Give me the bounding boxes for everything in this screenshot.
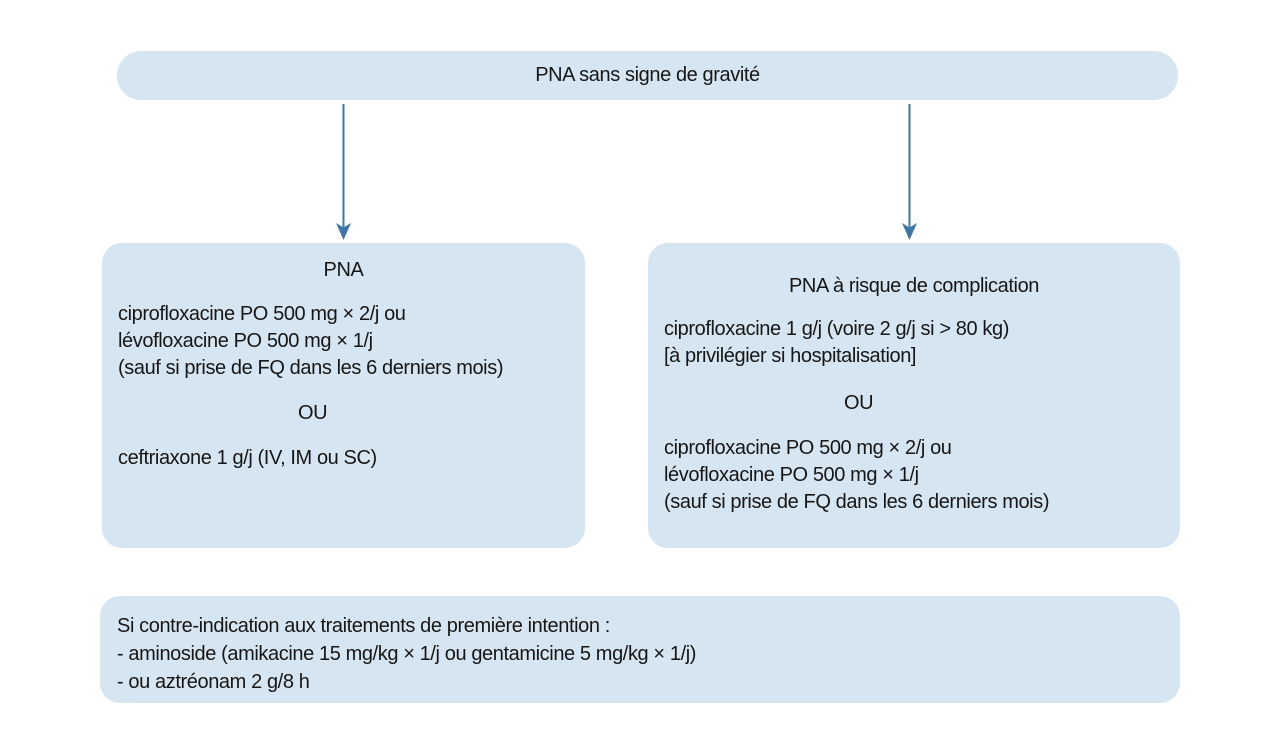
treatment-line: lévofloxacine PO 500 mg × 1/j <box>118 330 373 352</box>
treatment-line: ciprofloxacine PO 500 mg × 2/j ou <box>664 437 952 459</box>
treatment-option-1: ciprofloxacine 1 g/j (voire 2 g/j si > 8… <box>664 316 1164 370</box>
node-pna-a-risque-de-complication: PNA à risque de complication ciprofloxac… <box>648 243 1180 548</box>
root-node-pna-sans-signe-de-gravite: PNA sans signe de gravité <box>117 51 1178 100</box>
treatment-option-2: ciprofloxacine PO 500 mg × 2/j ou lévofl… <box>664 435 1164 516</box>
note-line: - aminoside (amikacine 15 mg/kg × 1/j ou… <box>117 643 697 665</box>
note-line: - ou aztréonam 2 g/8 h <box>117 671 310 693</box>
treatment-line: ciprofloxacine PO 500 mg × 2/j ou <box>118 303 406 325</box>
node-contre-indication: Si contre-indication aux traitements de … <box>100 596 1180 703</box>
treatment-line: (sauf si prise de FQ dans les 6 derniers… <box>664 491 1050 513</box>
treatment-option-1: ciprofloxacine PO 500 mg × 2/j ou lévofl… <box>118 301 569 382</box>
treatment-line: ciprofloxacine 1 g/j (voire 2 g/j si > 8… <box>664 318 1009 340</box>
treatment-line: lévofloxacine PO 500 mg × 1/j <box>664 464 919 486</box>
treatment-line: ceftriaxone 1 g/j (IV, IM ou SC) <box>118 447 377 469</box>
arrow-down-icon <box>336 104 351 240</box>
note-line: Si contre-indication aux traitements de … <box>117 615 610 637</box>
node-title: PNA <box>323 259 364 281</box>
treatment-option-2: ceftriaxone 1 g/j (IV, IM ou SC) <box>118 445 569 472</box>
treatment-line: (sauf si prise de FQ dans les 6 derniers… <box>118 357 504 379</box>
treatment-line: [à privilégier si hospitalisation] <box>664 345 917 367</box>
node-pna: PNA ciprofloxacine PO 500 mg × 2/j ou lé… <box>102 243 585 548</box>
root-node-title: PNA sans signe de gravité <box>535 64 760 86</box>
or-label: OU <box>298 402 328 424</box>
arrow-down-icon <box>902 104 917 240</box>
or-label: OU <box>844 392 874 414</box>
node-title: PNA à risque de complication <box>788 275 1040 297</box>
